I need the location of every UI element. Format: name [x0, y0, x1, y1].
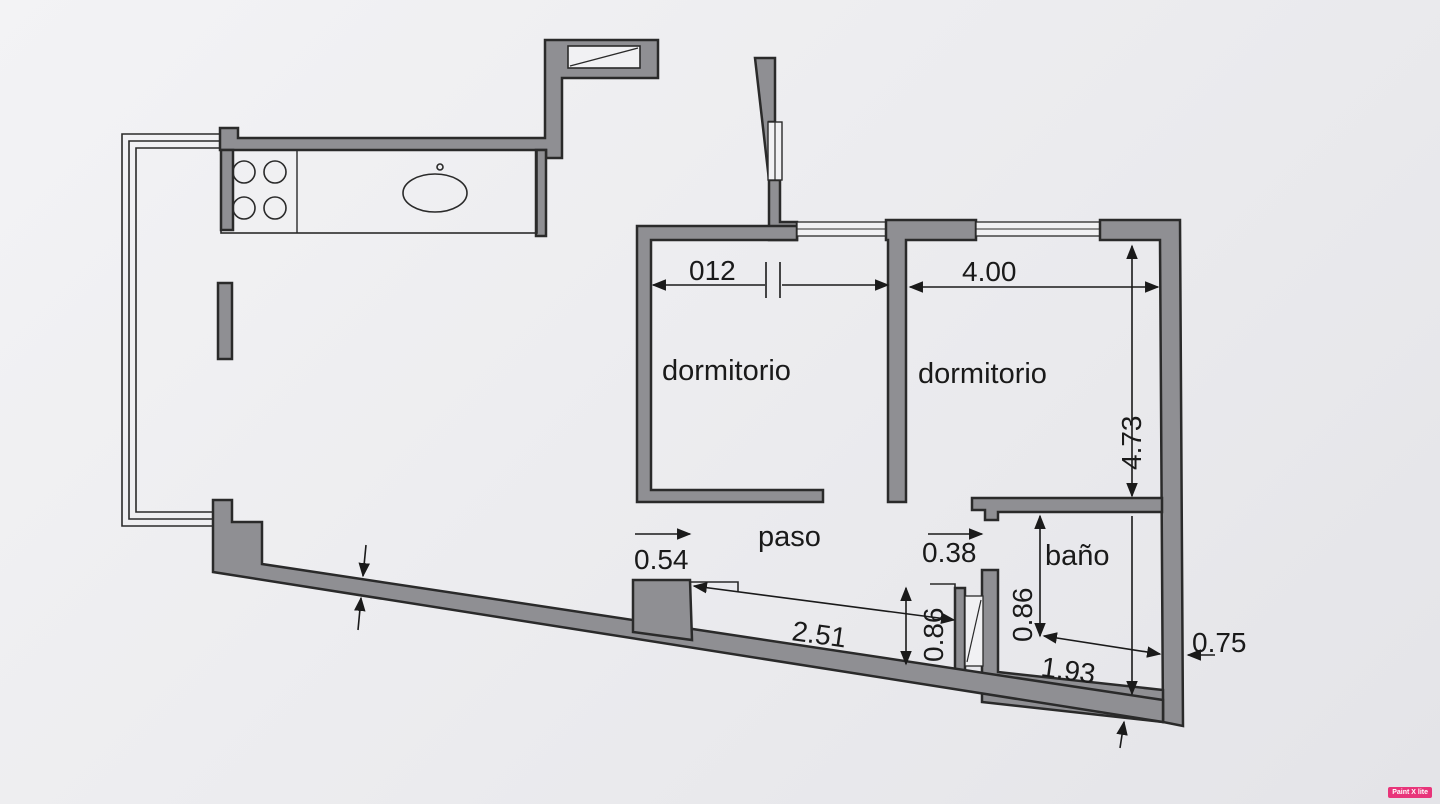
dimension-lines: [354, 244, 1215, 749]
balcony-outline: [121, 133, 220, 527]
dim-corridor-depth: 0.86: [918, 608, 949, 663]
dim-wall-offset: 0.75: [1192, 627, 1247, 658]
hallway-label: paso: [758, 521, 821, 553]
sink-icon: [402, 163, 468, 213]
dim-bedroom-2-width: 4.00: [962, 256, 1017, 287]
dim-bedroom-2-depth: 4.73: [1116, 416, 1147, 471]
bedroom-1-label: dormitorio: [662, 355, 791, 387]
bedroom-2-label: dormitorio: [918, 358, 1047, 390]
bedroom-walls: [635, 56, 1185, 728]
dim-bath-depth: 0.86: [1007, 588, 1038, 643]
watermark-badge: Paint X lite: [1388, 787, 1432, 798]
bathroom-label: baño: [1045, 540, 1110, 572]
dim-hall-right: 0.38: [922, 537, 977, 568]
dim-bedroom-1-width: 012: [689, 255, 736, 286]
wall-pillar: [216, 281, 234, 361]
dim-hall-left: 0.54: [634, 544, 689, 575]
dim-corridor-length: 2.51: [790, 615, 848, 653]
south-wall: [211, 498, 1165, 724]
kitchen-counter: [220, 149, 538, 234]
dim-bath-width: 1.93: [1039, 651, 1097, 689]
stove-icon: [232, 160, 287, 220]
